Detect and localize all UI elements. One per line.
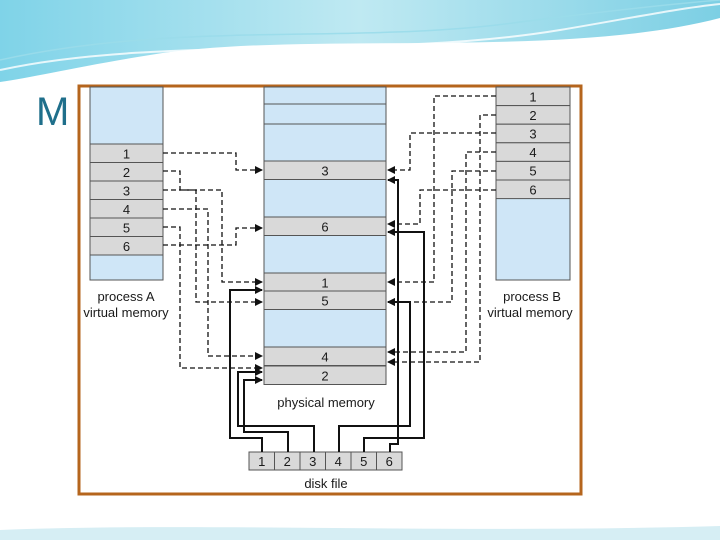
process-a-label-line2: virtual memory [83,305,169,320]
physical-memory-label: physical memory [277,395,375,410]
process-a-page-1: 1 [89,143,164,163]
physical-frame-2-box [263,365,387,385]
process-b-page-6: 6 [495,179,571,200]
disk-block-5-label: 5 [360,454,367,469]
disk-block-1: 1 [248,451,275,471]
slide-title: M [36,90,70,134]
process-b-page-5: 5 [495,160,571,181]
process-a-page-3: 3 [89,180,164,200]
process-a-label-line1: process A [97,289,154,304]
process-b-page-3-label: 3 [529,127,536,142]
process-a-page-5: 5 [89,217,164,237]
process-b-virtual-memory: 1 2 3 4 5 6 process B virtual memory [487,86,573,320]
process-b-mapping-arrows [387,95,496,366]
process-a-page-5-label: 5 [123,220,130,235]
process-b-page-6-label: 6 [529,182,536,197]
process-b-label-line1: process B [503,289,561,304]
process-a-page-6-box [89,236,164,256]
disk-block-5: 5 [350,451,377,471]
disk-block-2-label: 2 [284,454,291,469]
process-b-page-4-label: 4 [529,145,536,160]
process-a-page-6-label: 6 [123,239,130,254]
physical-frame-4: 4 [263,346,387,366]
disk-block-2: 2 [274,451,301,471]
footer-swoosh [0,526,720,540]
physical-frame-5-label: 5 [321,293,328,308]
physical-frame-6: 6 [263,216,387,236]
disk-block-4-label: 4 [335,454,342,469]
process-b-page-2: 2 [495,105,571,125]
disk-file-label: disk file [304,476,347,491]
disk-block-1-label: 1 [258,454,265,469]
physical-frame-3-label: 3 [321,163,328,178]
physical-frame-5-box [263,290,387,310]
physical-frame-3-box [263,160,387,180]
process-b-page-6-box [495,179,571,200]
disk-block-6-label: 6 [386,454,393,469]
disk-block-4: 4 [325,451,352,471]
process-a-page-6: 6 [89,236,164,256]
process-b-page-2-label: 2 [529,108,536,123]
physical-memory: 3 6 1 5 4 2 physical memory [263,86,387,410]
physical-frame-6-box [263,216,387,236]
process-b-label-line2: virtual memory [487,305,573,320]
physical-frame-2: 2 [263,365,387,385]
physical-frame-2-label: 2 [321,368,328,383]
process-a-page-2: 2 [89,162,164,182]
process-a-mapping-arrows [163,152,263,372]
physical-frame-1: 1 [263,272,387,292]
process-a-page-4-label: 4 [123,202,130,217]
disk-to-memory-lines [229,176,425,452]
process-a-page-4: 4 [89,199,164,219]
header-swoosh [0,0,720,82]
process-a-page-2-label: 2 [123,165,130,180]
disk-block-3-label: 3 [309,454,316,469]
process-a-page-3-label: 3 [123,183,130,198]
process-b-page-5-label: 5 [529,164,536,179]
process-a-page-1-label: 1 [123,146,130,161]
process-b-page-3: 3 [495,123,571,144]
physical-frame-4-label: 4 [321,349,328,364]
process-b-page-1-label: 1 [529,89,536,104]
physical-frame-5: 5 [263,290,387,310]
physical-frame-3: 3 [263,160,387,180]
process-a-virtual-memory: 1 2 3 4 5 6 process A virtual memory [83,86,169,320]
physical-frame-6-label: 6 [321,219,328,234]
physical-frame-1-label: 1 [321,275,328,290]
disk-block-3: 3 [299,451,326,471]
process-b-page-1: 1 [495,86,571,107]
disk-block-6: 6 [376,451,403,471]
process-b-page-4: 4 [495,142,571,162]
